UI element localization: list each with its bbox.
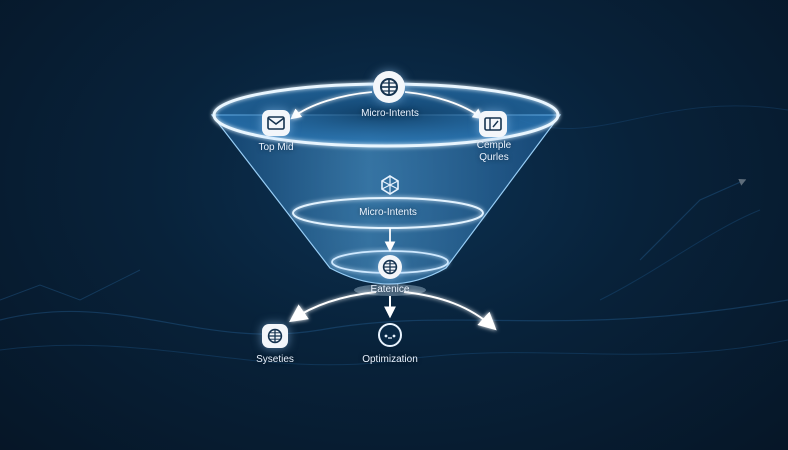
mail-icon [262,110,290,136]
label-output-left: Syseties [256,354,294,365]
label-top-right: Cemple Qurles [476,140,512,163]
arrow-top-left [290,91,373,120]
network-icon [379,174,401,196]
globe-icon [262,324,288,348]
arrow-top-right [404,91,484,120]
gauge-icon [377,322,403,348]
arrow-output-left [289,291,377,323]
panel-icon [479,111,507,137]
funnel-rim-inner [216,85,556,145]
arrow-output-right [403,291,497,331]
label-output-center: Optimization [362,354,418,365]
globe-icon [373,71,405,103]
label-top-left: Top Mid [258,142,294,153]
funnel-body [210,114,562,285]
label-middle: Micro-Intents [359,207,417,218]
funnel-middle-band [292,197,484,229]
label-bottom-neck: Eatenice [370,284,410,295]
globe-icon [378,255,402,279]
label-top-center: Micro-Intents [361,108,419,119]
